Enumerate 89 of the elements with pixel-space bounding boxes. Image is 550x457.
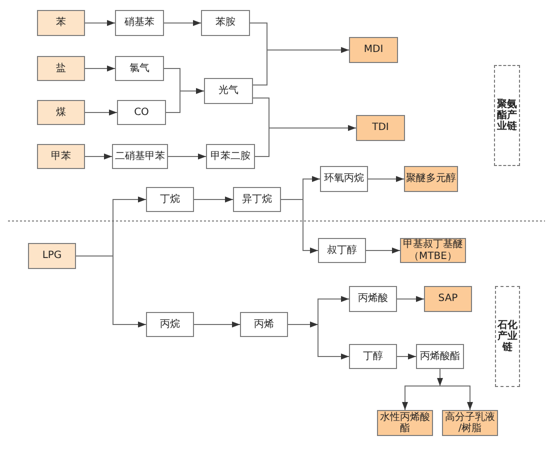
node-label: 硝基苯 (124, 17, 154, 29)
node-label: 丙烯酸 (358, 293, 388, 305)
node-label: 甲苯二胺 (210, 150, 250, 162)
process-box (112, 144, 168, 169)
arrow (440, 386, 473, 410)
arrow (437, 368, 443, 386)
product-box (356, 115, 405, 141)
node-label: 丁醇 (363, 350, 383, 362)
product-box (424, 286, 472, 312)
node-label: 丙烯酸酯 (420, 350, 460, 362)
raw-material-box (28, 243, 76, 269)
raw-material-box (37, 56, 85, 81)
connector-line (166, 90, 180, 113)
arrow (112, 196, 146, 256)
process-box (240, 312, 288, 337)
process-box (146, 312, 194, 337)
connector-line (252, 50, 268, 86)
arrow (112, 256, 146, 328)
connector-line (280, 199, 304, 200)
node-label: 苯胺 (216, 17, 236, 29)
node-label: 环氧丙烷 (324, 173, 364, 185)
arrow (194, 322, 240, 328)
arrow (84, 154, 112, 160)
node-label: 甲基叔丁基醚（MTBE） (402, 239, 464, 262)
raw-material-box (37, 10, 85, 36)
process-box (115, 10, 164, 36)
product-box (404, 166, 458, 192)
node-label: 丁烷 (160, 194, 180, 206)
arrow (318, 296, 350, 325)
arrow (288, 322, 318, 328)
process-box (115, 56, 164, 81)
chain-label-box (494, 65, 520, 166)
arrow (402, 386, 440, 410)
arrow (268, 125, 356, 131)
process-box (318, 238, 366, 263)
node-label: 二硝基甲苯 (115, 150, 165, 162)
node-label: 煤 (56, 106, 66, 118)
node-label: 水性丙烯酸酯 (379, 412, 431, 434)
arrow (318, 324, 350, 360)
node-label: 氯气 (130, 62, 150, 74)
product-box (349, 37, 398, 63)
node-label: 聚醚多元醇 (406, 173, 456, 185)
node-label: CO (134, 106, 149, 118)
connector-line (252, 98, 270, 128)
connector-line (254, 128, 270, 157)
node-label: 甲苯 (51, 150, 71, 162)
arrow (84, 66, 116, 72)
process-box (206, 144, 255, 169)
node-label: SAP (438, 293, 458, 305)
arrow (84, 20, 116, 26)
arrow (368, 176, 404, 182)
process-box (201, 10, 250, 36)
process-box (146, 187, 194, 212)
arrow (302, 199, 318, 254)
arrow (84, 110, 118, 116)
process-box (233, 187, 281, 212)
arrow (266, 47, 350, 53)
process-box (349, 286, 397, 312)
arrow (396, 296, 424, 302)
arrow (194, 196, 234, 202)
node-label: 聚氨酯产业链 (497, 99, 517, 132)
process-box (349, 344, 397, 369)
node-label: 异丁烷 (242, 194, 272, 206)
node-label: 石化产业链 (498, 320, 518, 353)
node-label: 盐 (56, 62, 66, 74)
node-label: 苯 (56, 17, 66, 29)
process-box (117, 100, 166, 125)
process-box (204, 78, 253, 104)
process-box (320, 166, 368, 192)
node-label: 光气 (218, 85, 238, 97)
node-label: 丙烷 (160, 318, 180, 330)
node-label: 丙烯 (254, 318, 274, 330)
connector-line (164, 68, 180, 92)
arrow (168, 154, 206, 160)
connector-line (250, 22, 268, 50)
arrow (396, 354, 416, 360)
process-box (416, 344, 464, 369)
node-label: 高分子乳液/树脂 (444, 412, 496, 434)
arrow (366, 248, 400, 254)
node-label: LPG (42, 250, 62, 262)
chain-label-box (495, 286, 520, 387)
node-label: MDI (364, 44, 384, 56)
raw-material-box (37, 144, 85, 169)
node-label: TDI (372, 122, 389, 134)
arrow (180, 88, 204, 94)
raw-material-box (37, 100, 85, 125)
arrow (164, 20, 202, 26)
arrow (302, 176, 320, 200)
node-label: 叔丁醇 (327, 244, 357, 256)
